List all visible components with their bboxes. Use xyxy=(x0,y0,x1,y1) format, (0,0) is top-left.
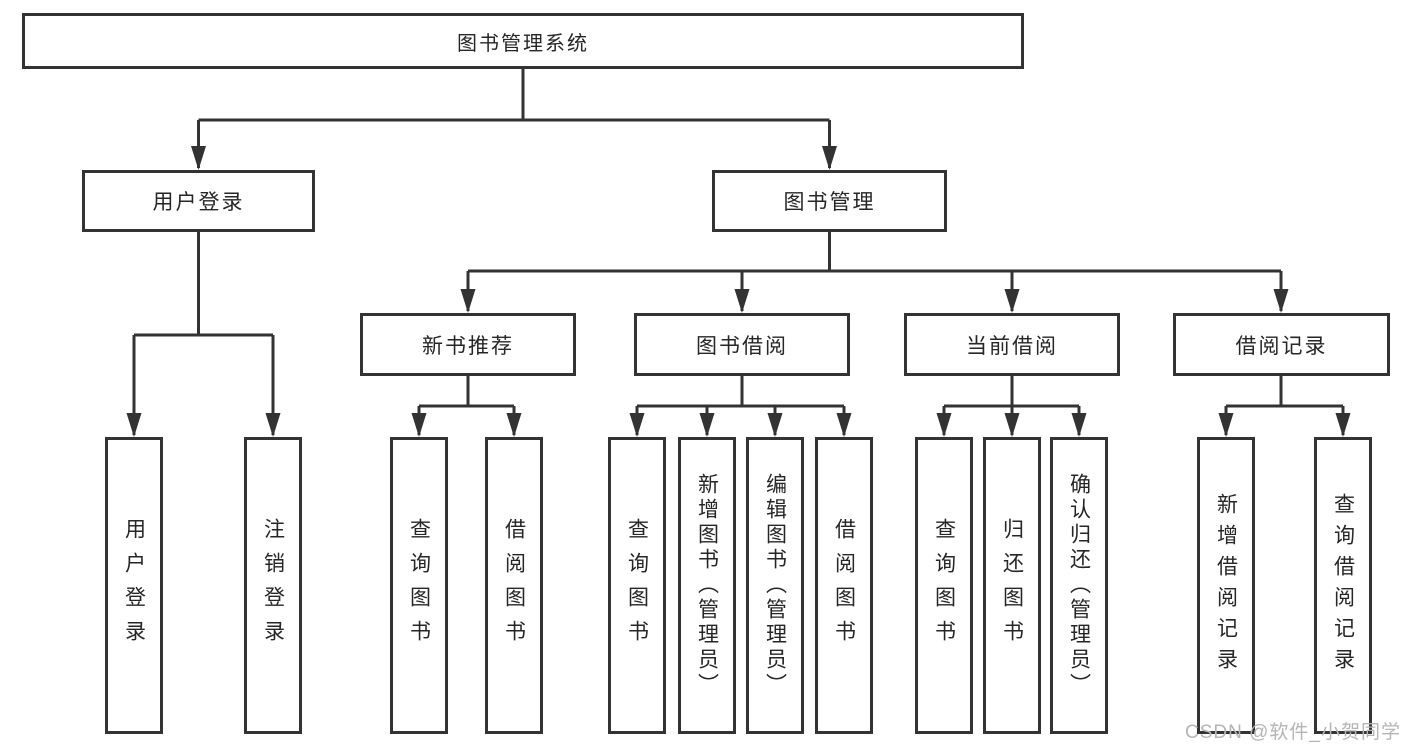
node-leaf-current-confirm-return-admin: 确认归还（管理员） xyxy=(1050,437,1108,734)
node-borrow-record: 借阅记录 xyxy=(1173,313,1390,376)
node-label: 用户登录 xyxy=(122,517,146,654)
node-book-borrow: 图书借阅 xyxy=(634,313,850,376)
node-book-management: 图书管理 xyxy=(712,170,947,232)
node-user-login: 用户登录 xyxy=(82,170,315,232)
csdn-watermark: CSDN @软件_小贺同学 xyxy=(1185,722,1401,743)
node-label: 借阅图书 xyxy=(832,517,856,654)
node-leaf-borrow-borrow-books: 借阅图书 xyxy=(815,437,873,734)
node-leaf-logout: 注销登录 xyxy=(244,437,302,734)
node-label: 注销登录 xyxy=(261,517,285,654)
node-current-borrow: 当前借阅 xyxy=(904,313,1120,376)
node-root-library-system: 图书管理系统 xyxy=(22,13,1024,69)
node-label: 查询借阅记录 xyxy=(1331,492,1355,679)
node-label: 新书推荐 xyxy=(422,334,514,358)
node-label: 借阅图书 xyxy=(502,517,526,654)
connector-arrowheads xyxy=(126,146,1351,437)
node-label: 新增借阅记录 xyxy=(1214,492,1238,679)
node-leaf-user-login: 用户登录 xyxy=(105,437,163,734)
node-leaf-borrow-edit-books-admin: 编辑图书（管理员） xyxy=(746,437,804,734)
node-label: 图书管理 xyxy=(783,191,876,214)
node-label: 图书管理系统 xyxy=(457,32,589,55)
node-new-book-recommend: 新书推荐 xyxy=(360,313,576,376)
node-label: 借阅记录 xyxy=(1235,334,1328,358)
node-label: 用户登录 xyxy=(152,191,245,214)
node-label: 归还图书 xyxy=(1000,517,1024,654)
node-leaf-borrow-query-books: 查询图书 xyxy=(608,437,666,734)
node-leaf-borrow-add-books-admin: 新增图书（管理员） xyxy=(678,437,736,734)
node-label: 确认归还（管理员） xyxy=(1067,473,1091,698)
node-label: 查询图书 xyxy=(932,517,956,654)
node-label: 编辑图书（管理员） xyxy=(763,473,787,698)
connector-lines xyxy=(132,69,1345,435)
node-label: 查询图书 xyxy=(407,517,431,654)
node-leaf-recommend-borrow-books: 借阅图书 xyxy=(485,437,543,734)
node-leaf-current-return-books: 归还图书 xyxy=(983,437,1041,734)
node-leaf-current-query-books: 查询图书 xyxy=(915,437,973,734)
node-leaf-record-add: 新增借阅记录 xyxy=(1197,437,1255,734)
node-label: 当前借阅 xyxy=(966,334,1058,358)
node-leaf-recommend-query-books: 查询图书 xyxy=(390,437,448,734)
node-leaf-record-query: 查询借阅记录 xyxy=(1314,437,1372,734)
node-label: 图书借阅 xyxy=(696,334,788,358)
node-label: 查询图书 xyxy=(625,517,649,654)
node-label: 新增图书（管理员） xyxy=(695,473,719,698)
